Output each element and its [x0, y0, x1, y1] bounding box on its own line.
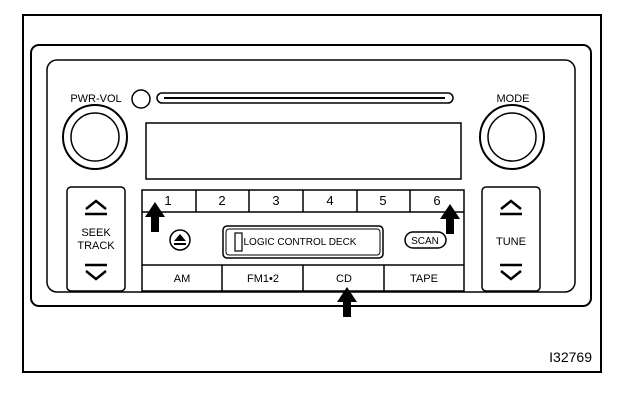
arrow-up-icon: [145, 202, 165, 232]
eject-button[interactable]: [169, 229, 191, 251]
chevron-down-icon[interactable]: [85, 270, 107, 281]
mode-knob[interactable]: [479, 104, 545, 170]
pwr-vol-label: PWR-VOL: [70, 93, 121, 105]
display-window: [145, 122, 462, 180]
tune-label: TUNE: [496, 236, 526, 248]
scan-label: SCAN: [411, 236, 439, 247]
preset-button-6[interactable]: 6: [433, 193, 440, 208]
chevron-down-icon[interactable]: [500, 270, 522, 281]
tune-button[interactable]: [481, 186, 541, 292]
preset-button-2[interactable]: 2: [218, 193, 225, 208]
preset-button-1[interactable]: 1: [164, 193, 171, 208]
preset-row: 1 2 3 4 5 6: [164, 190, 441, 212]
cassette-label: LOGIC CONTROL DECK: [244, 237, 357, 248]
cd-slot: [156, 92, 454, 104]
unit-bezel: [30, 44, 592, 307]
mode-knob-inner: [487, 112, 537, 162]
cassette-deck: [222, 225, 384, 259]
preset-button-5[interactable]: 5: [379, 193, 386, 208]
band-row: AM FM1•2 CD TAPE: [174, 265, 438, 291]
track-label: TRACK: [77, 240, 115, 252]
chevron-up-icon[interactable]: [500, 199, 522, 210]
cd-button[interactable]: CD: [336, 273, 352, 285]
am-button[interactable]: AM: [174, 273, 191, 285]
figure-frame: [22, 14, 602, 373]
figure-id: I32769: [549, 349, 592, 365]
fm-button[interactable]: FM1•2: [247, 273, 279, 285]
tape-button[interactable]: TAPE: [410, 273, 438, 285]
seek-track-button[interactable]: [66, 186, 126, 292]
scan-button[interactable]: [404, 231, 447, 249]
mode-label: MODE: [497, 93, 530, 105]
cassette-door-icon: [234, 232, 243, 252]
seek-label: SEEK: [81, 227, 111, 239]
chevron-up-icon[interactable]: [85, 199, 107, 210]
arrow-up-icon: [440, 204, 460, 234]
preset-button-4[interactable]: 4: [326, 193, 333, 208]
preset-button-3[interactable]: 3: [272, 193, 279, 208]
eject-icon: [174, 234, 186, 245]
pwr-vol-knob-inner: [70, 112, 120, 162]
pwr-vol-knob[interactable]: [62, 104, 128, 170]
cd-indicator: [131, 89, 151, 109]
unit-faceplate: [46, 59, 576, 293]
